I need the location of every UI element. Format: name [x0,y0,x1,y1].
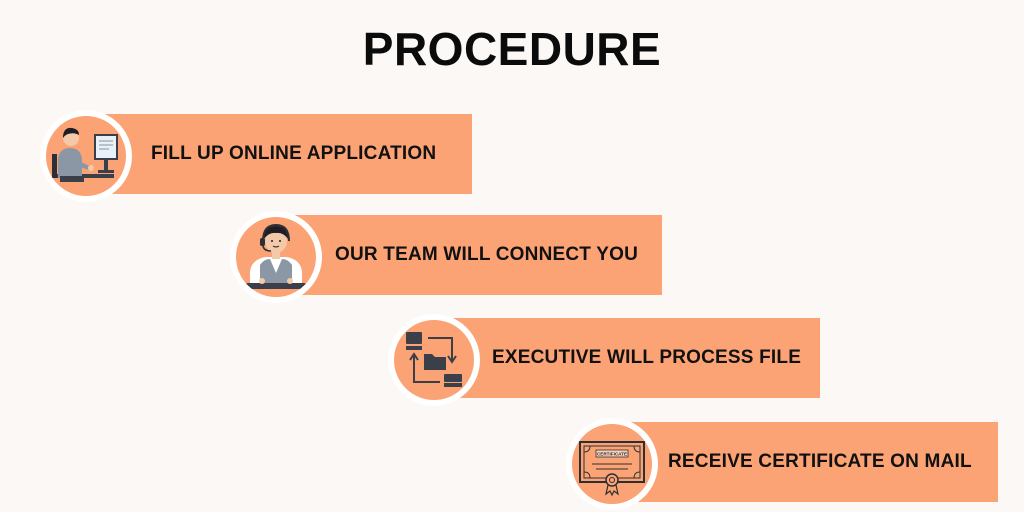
step-executive-process: EXECUTIVE WILL PROCESS FILE [388,314,820,406]
file-transfer-icon [388,314,480,406]
step-team-connect: OUR TEAM WILL CONNECT YOU [230,211,662,303]
page-title: PROCEDURE [362,23,662,75]
step-receive-certificate: CERTIFICATE RECEIVE CERTIFICATE ON MAIL [566,418,998,510]
step-bar [92,114,472,194]
step-label: OUR TEAM WILL CONNECT YOU [335,244,639,265]
person-at-computer-icon [40,110,132,202]
certificate-text: CERTIFICATE [597,452,627,457]
support-agent-headset-icon [230,211,322,303]
step-fill-up-application: FILL UP ONLINE APPLICATION [40,110,472,202]
step-label: RECEIVE CERTIFICATE ON MAIL [668,451,972,472]
step-label: EXECUTIVE WILL PROCESS FILE [492,347,802,368]
step-bar [440,318,820,398]
step-bar [618,422,998,502]
step-bar [282,215,662,295]
step-label: FILL UP ONLINE APPLICATION [151,143,437,164]
certificate-icon: CERTIFICATE [566,418,658,510]
